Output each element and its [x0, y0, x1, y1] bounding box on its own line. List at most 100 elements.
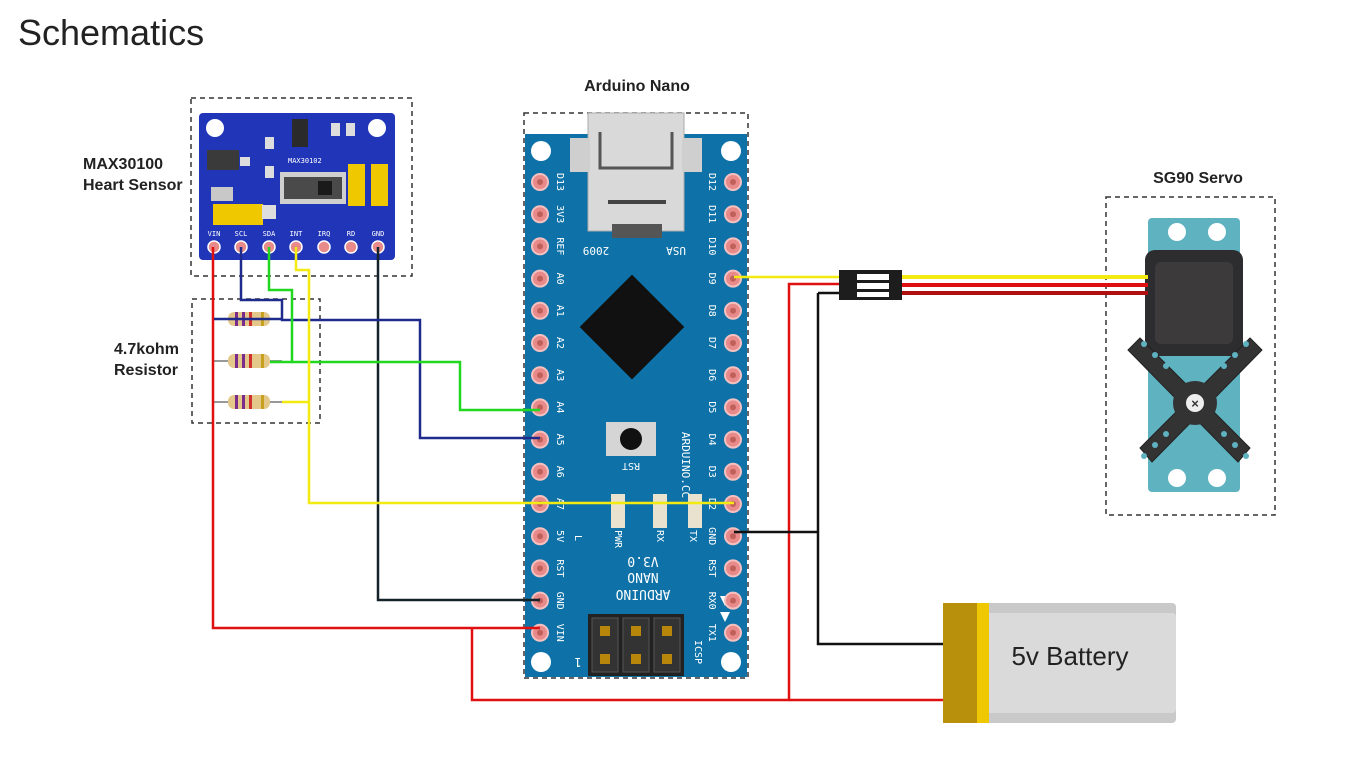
arduino-nano-board: 2009 USA RST ARDUINO.CC L PWR RX TX V3.0…	[525, 112, 747, 677]
left-pin-label: 3V3	[554, 205, 565, 223]
wire-int	[294, 247, 734, 505]
sensor-pin-scl: SCL	[235, 230, 248, 238]
right-pin-label: D7	[706, 337, 717, 349]
model-text-arduino: ARDUINO	[615, 586, 670, 601]
right-pin-hole	[730, 533, 736, 540]
left-pin-label: A5	[554, 434, 565, 446]
right-pin-hole	[730, 436, 736, 443]
led-label-rx: RX	[654, 530, 665, 542]
wire-ground-bus	[816, 293, 943, 646]
icsp-label: ICSP	[692, 640, 703, 664]
left-pin-hole	[537, 372, 543, 379]
wires	[211, 247, 1148, 702]
sg90-servo: ×	[1127, 218, 1263, 492]
left-pin-label: A4	[554, 401, 565, 413]
sensor-chip-text: MAX30102	[288, 157, 322, 165]
right-pin-label: TX1	[706, 624, 717, 642]
right-pin-label: D10	[706, 237, 717, 255]
sensor-pin-rd: RD	[347, 230, 355, 238]
sensor-label-line2: Heart Sensor	[83, 177, 183, 194]
left-pin-hole	[537, 179, 543, 185]
wire-sensor-gnd	[376, 247, 540, 602]
servo-group-box	[1105, 196, 1276, 516]
left-pin-label: A1	[554, 305, 565, 317]
left-pin-label: A0	[554, 273, 565, 285]
resistor-label-line1: 4.7kohm	[114, 341, 179, 358]
left-pin-label: VIN	[554, 624, 565, 642]
sensor-pin-labels: VIN SCL SDA INT IRQ RD GND	[208, 230, 385, 238]
right-pin-hole	[730, 372, 736, 379]
right-pin-hole	[730, 211, 736, 218]
right-pin-label: D4	[706, 434, 717, 446]
left-pin-hole	[537, 533, 543, 540]
left-pin-hole	[537, 629, 543, 636]
right-pin-hole	[730, 243, 736, 250]
sensor-pin-gnd: GND	[372, 230, 385, 238]
left-pin-hole	[537, 340, 543, 346]
icsp-header: ICSP 1	[574, 614, 703, 676]
servo-connector	[839, 270, 902, 300]
resistors	[214, 312, 282, 409]
right-pin-hole	[730, 179, 736, 185]
sensor-pin-irq: IRQ	[318, 230, 331, 238]
battery: 5v Battery	[943, 603, 1176, 723]
right-pin-label: D5	[706, 401, 717, 413]
left-pin-label: REF	[554, 237, 565, 255]
right-pin-hole	[730, 629, 736, 636]
right-pin-label: D11	[706, 205, 717, 223]
resistor-3	[214, 395, 282, 409]
icsp-pin1-label: 1	[574, 655, 581, 669]
right-pin-label: D6	[706, 369, 717, 381]
svg-text:×: ×	[1191, 396, 1199, 411]
sensor-group-box	[190, 97, 413, 277]
page-title: Schematics	[18, 12, 205, 53]
usb-text-2009: 2009	[583, 244, 610, 257]
left-pin-label: GND	[554, 592, 565, 610]
servo-horn: ×	[1127, 337, 1263, 463]
right-pin-hole	[730, 565, 736, 572]
right-pin-hole	[730, 404, 736, 411]
sensor-pin-int: INT	[290, 230, 303, 238]
resistor-2	[214, 354, 282, 368]
left-pin-hole	[537, 243, 543, 250]
left-pin-hole	[537, 307, 543, 314]
right-pin-label: GND	[706, 527, 717, 545]
usb-text-usa: USA	[666, 244, 686, 257]
battery-label: 5v Battery	[1011, 641, 1128, 671]
right-pin-label: RX0	[706, 592, 717, 610]
reset-label: RST	[622, 460, 640, 471]
wire-sensor-vin	[211, 247, 540, 630]
left-pin-label: A3	[554, 369, 565, 381]
left-pin-label: A2	[554, 337, 565, 349]
left-pin-label: 5V	[554, 530, 565, 542]
left-pin-label: D13	[554, 173, 565, 191]
left-pin-label: RST	[554, 559, 565, 577]
sensor-board: MAX30102 VIN SCL SDA INT IRQ RD GND	[199, 113, 395, 260]
right-pin-label: D3	[706, 466, 717, 478]
arduino-label: Arduino Nano	[584, 78, 690, 95]
right-pin-label: RST	[706, 559, 717, 577]
left-pin-hole	[537, 275, 543, 282]
model-text-v3: V3.0	[627, 553, 658, 568]
right-pin-hole	[730, 468, 736, 475]
sensor-pin-vin: VIN	[208, 230, 221, 238]
led-label-l: L	[572, 535, 583, 541]
resistor-label-line2: Resistor	[114, 362, 179, 379]
right-pin-label: D8	[706, 305, 717, 317]
left-pin-hole	[537, 468, 543, 475]
led-label-pwr: PWR	[612, 530, 623, 549]
right-pin-hole	[730, 597, 736, 604]
sensor-label-line1: MAX30100	[83, 156, 164, 173]
right-pin-label: D12	[706, 173, 717, 191]
left-pin-hole	[537, 211, 543, 218]
model-text-nano: NANO	[627, 569, 658, 584]
sensor-pin-sda: SDA	[263, 230, 276, 238]
led-label-tx: TX	[687, 530, 698, 542]
right-pin-label: D9	[706, 273, 717, 285]
right-pin-hole	[730, 307, 736, 314]
arduino-brand-text: ARDUINO.CC	[679, 432, 692, 498]
servo-label: SG90 Servo	[1153, 170, 1243, 187]
